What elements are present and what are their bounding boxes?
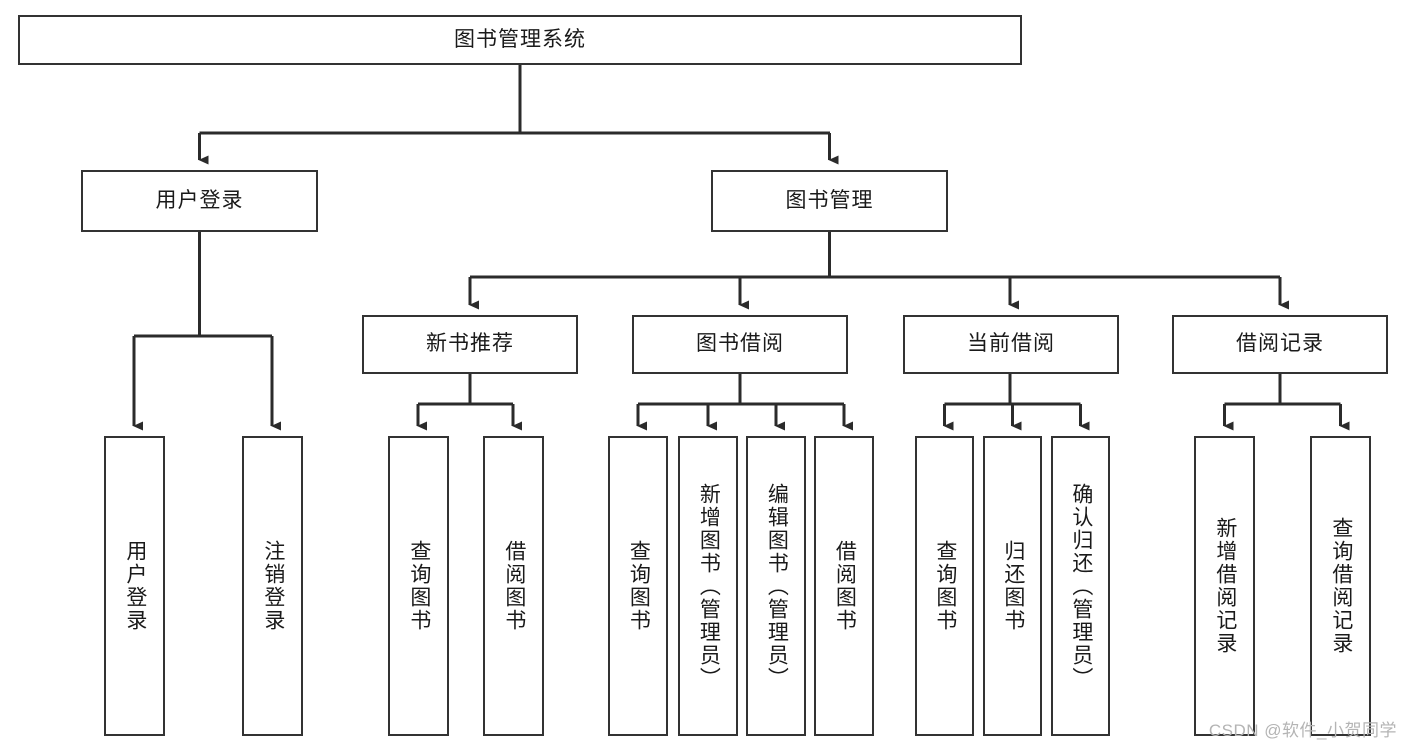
node-borrow-record-label: 借阅记录 [1236,332,1324,356]
leaf-query-book-recommend-label: 查询图书 [407,540,431,632]
leaf-return-book[interactable]: 归还图书 [983,436,1042,736]
leaf-borrow-book-label: 借阅图书 [833,540,857,632]
node-user-login-label: 用户登录 [155,188,244,212]
leaf-edit-book-admin[interactable]: 编辑图书（管理员） [746,436,806,736]
node-borrow-record[interactable]: 借阅记录 [1172,315,1388,374]
node-book-management[interactable]: 图书管理 [711,170,948,232]
leaf-query-book-borrow[interactable]: 查询图书 [608,436,668,736]
leaf-query-book-recommend[interactable]: 查询图书 [388,436,449,736]
leaf-confirm-return-admin[interactable]: 确认归还（管理员） [1051,436,1110,736]
leaf-user-login-label: 用户登录 [123,540,147,632]
leaf-query-borrow-record-label: 查询借阅记录 [1329,517,1353,655]
leaf-logout[interactable]: 注销登录 [242,436,303,736]
node-book-management-label: 图书管理 [785,188,874,212]
leaf-confirm-return-admin-label: 确认归还（管理员） [1069,482,1093,690]
leaf-query-book-current[interactable]: 查询图书 [915,436,974,736]
node-book-borrow[interactable]: 图书借阅 [632,315,848,374]
node-user-login[interactable]: 用户登录 [81,170,318,232]
leaf-add-book-admin[interactable]: 新增图书（管理员） [678,436,738,736]
leaf-add-borrow-record[interactable]: 新增借阅记录 [1194,436,1255,736]
node-new-book-recommend-label: 新书推荐 [426,332,514,356]
leaf-borrow-book-recommend[interactable]: 借阅图书 [483,436,544,736]
leaf-add-book-admin-label: 新增图书（管理员） [697,482,721,690]
leaf-query-book-current-label: 查询图书 [933,540,957,632]
leaf-add-borrow-record-label: 新增借阅记录 [1213,517,1237,655]
leaf-return-book-label: 归还图书 [1001,540,1025,632]
node-root-label: 图书管理系统 [454,27,586,51]
node-current-borrow-label: 当前借阅 [967,332,1055,356]
leaf-borrow-book[interactable]: 借阅图书 [814,436,874,736]
node-current-borrow[interactable]: 当前借阅 [903,315,1119,374]
leaf-edit-book-admin-label: 编辑图书（管理员） [765,482,789,690]
watermark: CSDN @软件_小贺同学 [1208,721,1397,740]
node-new-book-recommend[interactable]: 新书推荐 [362,315,578,374]
leaf-borrow-book-recommend-label: 借阅图书 [502,540,526,632]
node-book-borrow-label: 图书借阅 [696,332,784,356]
leaf-logout-label: 注销登录 [261,540,285,632]
leaf-query-book-borrow-label: 查询图书 [627,540,651,632]
leaf-query-borrow-record[interactable]: 查询借阅记录 [1310,436,1371,736]
node-root[interactable]: 图书管理系统 [18,15,1022,65]
leaf-user-login[interactable]: 用户登录 [104,436,165,736]
